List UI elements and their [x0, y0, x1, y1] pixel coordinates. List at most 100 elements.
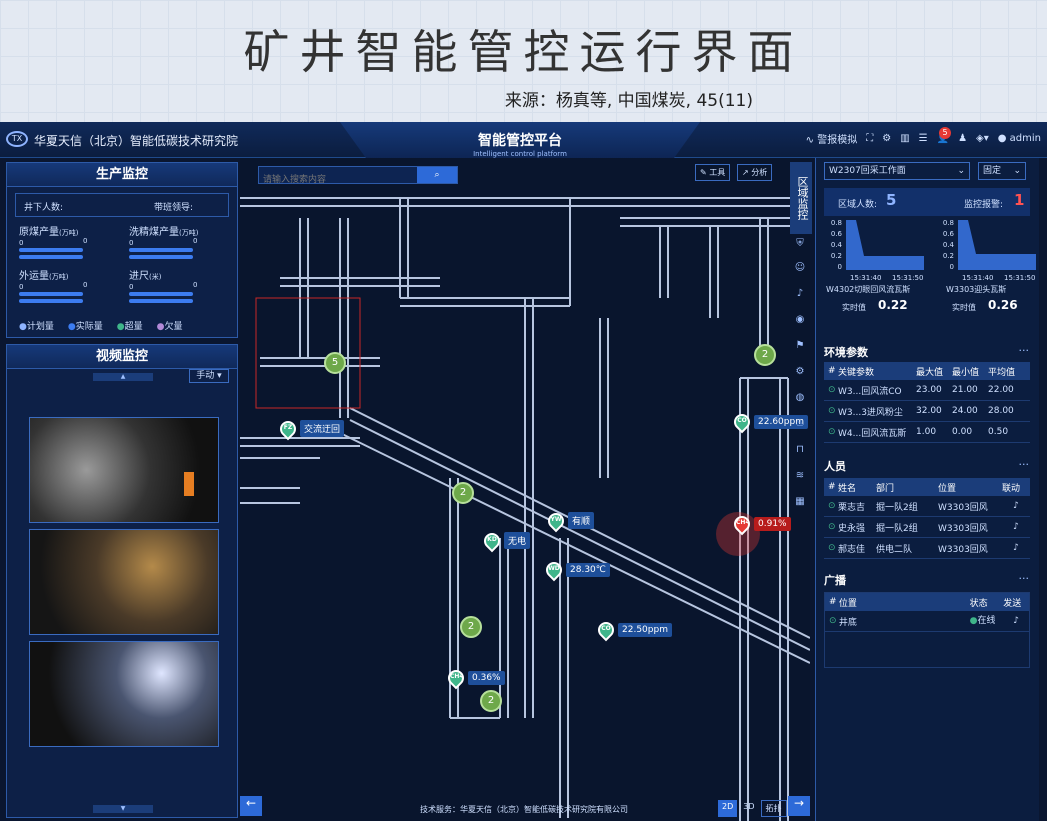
mic-icon[interactable]: ♪ [1013, 522, 1019, 532]
search-button[interactable]: ⌕ [417, 167, 457, 183]
production-title: 生产监控 [7, 163, 237, 187]
table-row[interactable]: ⊙井底●在线♪ [825, 611, 1029, 632]
video-feed-3[interactable] [29, 641, 219, 747]
chart2-rt-value: 0.26 [988, 298, 1018, 312]
mic-icon[interactable]: ♪ [1013, 501, 1019, 511]
video-feed-1[interactable] [29, 417, 219, 523]
nav-right-button[interactable]: → [788, 796, 810, 816]
cluster-marker[interactable]: 5 [324, 352, 346, 374]
sensor-kd-status: 无电 [504, 532, 531, 549]
gear-icon[interactable]: ⚙ [795, 366, 805, 377]
figure-source: 来源：杨真等, 中国煤炭, 45(11) [504, 91, 753, 111]
mic-icon[interactable]: ♪ [796, 288, 804, 299]
globe-icon[interactable]: ◍ [795, 392, 805, 403]
analysis-button[interactable]: ↗ 分析 [737, 164, 773, 181]
sensor-ch4-1-value: 0.91% [754, 517, 791, 531]
alarm-label: 监控报警: [964, 200, 1004, 210]
bell-icon[interactable]: ♟ [958, 133, 968, 144]
nav-left-button[interactable]: ← [240, 796, 262, 816]
video-feed-2[interactable] [29, 529, 219, 635]
people-title: 人员 [824, 460, 846, 473]
workface-value: W2307回采工作面 [829, 166, 906, 176]
chart2-t1: 15:31:40 [962, 274, 994, 282]
mic-icon[interactable]: ♪ [1013, 616, 1019, 626]
alarm-sim-button[interactable]: ∿ 警报模拟 [806, 131, 858, 146]
legend-over: ●超量 [116, 322, 143, 332]
figure-banner: 矿井智能管控运行界面 来源：杨真等, 中国煤炭, 45(11) [0, 0, 1047, 122]
sensor-wd-value: 28.30℃ [566, 563, 610, 577]
chevron-down-icon: ⌄ [1013, 166, 1021, 176]
production-legend: ●计划量 ●实际量 ●超量 ●欠量 [19, 319, 183, 332]
fullscreen-icon[interactable]: ⛶ [866, 133, 874, 144]
env-more-button[interactable]: ··· [1018, 344, 1030, 357]
stats-icon[interactable]: ▥ [900, 133, 910, 144]
list-icon[interactable]: ☰ [918, 133, 928, 144]
theme-icon[interactable]: ◈▾ [976, 133, 989, 144]
cluster-marker[interactable]: 2 [480, 690, 502, 712]
alarm-sim-label: 警报模拟 [817, 135, 858, 146]
grid-icon[interactable]: ▦ [795, 496, 805, 507]
shield-icon[interactable]: ⛨ [796, 238, 804, 249]
mic-icon[interactable]: ♪ [1013, 543, 1019, 553]
sensor-fz-label: 交流迂回 [300, 420, 345, 437]
run-icon[interactable]: ⚑ [795, 340, 805, 351]
view-3d-button[interactable]: 3D [743, 802, 755, 811]
tab-area-monitor-label: 区域监控 [796, 176, 809, 220]
area-people-count: 5 [886, 191, 897, 209]
chart1-t1: 15:31:40 [850, 274, 882, 282]
view-2d-button[interactable]: 2D [718, 800, 738, 817]
tunnel-network [240, 197, 810, 821]
fire-icon[interactable]: ♨ [795, 418, 805, 429]
avatar[interactable]: ● admin [997, 133, 1041, 144]
scroll-down-button[interactable]: ▼ [93, 805, 153, 813]
chart1-rt-value: 0.22 [878, 298, 908, 312]
camera-icon[interactable]: ◉ [795, 314, 805, 325]
cluster-marker[interactable]: 2 [452, 482, 474, 504]
area-people-label: 区域人数: [838, 200, 878, 210]
cluster-marker[interactable]: 2 [460, 616, 482, 638]
legend-plan: ●计划量 [19, 322, 54, 332]
workface-select[interactable]: W2307回采工作面⌄ [824, 162, 970, 180]
lock-icon[interactable]: ⊓ [796, 444, 804, 455]
view-topo-button[interactable]: 拓扑 [760, 800, 787, 817]
gear-icon[interactable]: ⚙ [882, 133, 892, 144]
chart2-title: W3303迎头瓦斯 [946, 285, 1007, 294]
scroll-up-button[interactable]: ▲ [93, 373, 153, 381]
worker-figure [184, 472, 194, 496]
video-panel: 视频监控 ▲ 手动 ▾ ▼ [6, 344, 238, 818]
env-header: #关键参数最大值最小值平均值 [824, 362, 1030, 380]
person-icon[interactable]: ☺ [794, 262, 806, 273]
tool-button[interactable]: ✎ 工具 [695, 164, 731, 181]
people-more-button[interactable]: ··· [1018, 458, 1030, 471]
platform-title: 智能管控平台 Intelligent control platform [340, 122, 700, 162]
notification-badge: 5 [939, 127, 951, 139]
mode-select[interactable]: 手动 ▾ [189, 369, 229, 383]
broadcast-title: 广播 [824, 574, 846, 587]
layers-icon[interactable]: ≋ [795, 470, 805, 481]
fixed-value: 固定 [983, 166, 1002, 176]
search-box: ⌕ [258, 166, 458, 188]
fixed-select[interactable]: 固定 ⌄ [978, 162, 1026, 180]
search-input[interactable] [259, 172, 413, 188]
cluster-marker[interactable]: 2 [754, 344, 776, 366]
broadcast-more-button[interactable]: ··· [1018, 572, 1030, 585]
tab-area-monitor[interactable]: 区域监控 [790, 162, 812, 234]
